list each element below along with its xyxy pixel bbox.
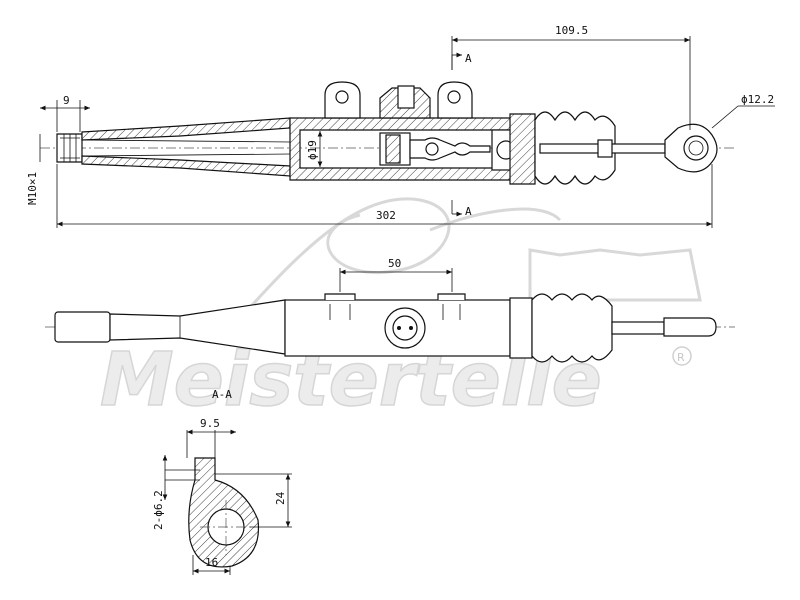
dim-24: 24 [274, 491, 287, 505]
tube-wall-top [81, 117, 291, 141]
end-cap-outer [509, 297, 533, 359]
section-a-a: A-A 9.5 24 16 2-ϕ6.2 [152, 388, 292, 575]
ear-left-outer [324, 293, 356, 300]
dim-m10: M10×1 [26, 172, 39, 205]
registered-mark-text: R [677, 351, 685, 364]
section-mark-lower: A [465, 205, 472, 218]
end-cap [509, 113, 536, 185]
section-mark-upper: A [465, 52, 472, 65]
dim-50: 50 [388, 257, 401, 270]
piston-rod-inner [409, 137, 491, 161]
tube-wall-bottom [81, 155, 291, 177]
dim-9-5: 9.5 [200, 417, 220, 430]
middle-view: 50 [45, 257, 735, 363]
dim-16: 16 [205, 556, 218, 569]
dim-2phi6-2: 2-ϕ6.2 [152, 490, 165, 530]
dust-boot-outer [531, 293, 613, 363]
threaded-end-outer [54, 311, 111, 343]
watermark-logo-block [528, 248, 702, 302]
dim-302: 302 [376, 209, 396, 222]
dim-109-5: 109.5 [555, 24, 588, 37]
inlet-plug [397, 85, 415, 109]
rod-eye-outer [663, 317, 717, 337]
dim-phi19: ϕ19 [306, 140, 319, 160]
dim-phi12-2: ϕ12.2 [741, 93, 774, 106]
section-title: A-A [212, 388, 232, 401]
dim-9: 9 [63, 94, 70, 107]
push-rod-outer [611, 321, 665, 335]
top-view: 9 M10×1 109.5 A A ϕ12.2 ϕ19 302 [26, 24, 775, 228]
ear-right-outer [437, 293, 466, 300]
registered-mark-icon [672, 346, 692, 366]
